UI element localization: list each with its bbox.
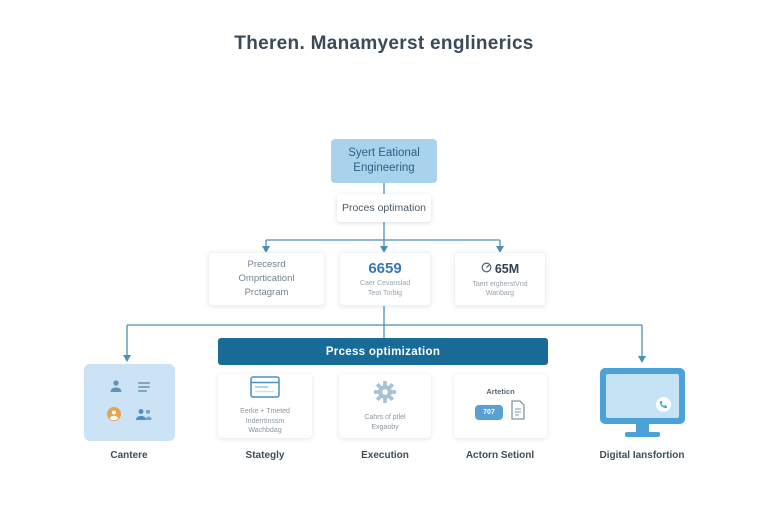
monitor-screen	[606, 374, 679, 418]
process-optimization-label: Proces optimation	[337, 194, 431, 222]
stat-box-65m: 65M Taert etgherstVnd Wanbarg	[454, 252, 546, 306]
item-label-digital-iansfortion: Digital Iansfortion	[599, 450, 685, 461]
person-icon	[109, 379, 123, 398]
stat-caption: Taert etgherstVnd Wanbarg	[472, 280, 528, 297]
list-icon	[137, 380, 151, 398]
stat-box-program: Precesrd Omprticationl Prctagram	[208, 252, 325, 306]
team-icon	[135, 408, 153, 426]
card-caption: Eerke + Tmeted Inderrtinssm Wachbdag	[240, 408, 290, 435]
item-label-cantere: Cantere	[110, 450, 148, 461]
item-label-actorn-setionl: Actorn Setionl	[465, 450, 535, 461]
document-icon	[510, 400, 526, 425]
stat-caption: Caer Cevanslad Teot Torbig	[359, 280, 411, 297]
card-heading: Arteticn	[486, 387, 515, 396]
monitor-stand	[636, 424, 649, 433]
item-label-stategly: Stategly	[245, 450, 285, 461]
badge-pill: 707	[475, 405, 503, 420]
browser-icon	[250, 376, 280, 403]
card-caption: Cahrs of ptlel Exgaoby	[364, 414, 406, 431]
execution-card: Cahrs of ptlel Exgaoby	[339, 374, 431, 438]
strategy-card: Eerke + Tmeted Inderrtinssm Wachbdag	[218, 374, 312, 438]
stat-text: Precesrd Omprticationl Prctagram	[238, 259, 295, 298]
monitor-base	[625, 432, 660, 437]
top-node-engineering: Syert Eational Engineering	[331, 139, 437, 183]
page-title: Theren. Manamyerst englinerics	[234, 33, 534, 54]
stat-value: 65M	[494, 261, 520, 276]
gear-icon	[373, 380, 397, 409]
process-optimization-banner: Prcess optimization	[218, 338, 548, 365]
stat-box-6659: 6659 Caer Cevanslad Teot Torbig	[339, 252, 431, 306]
stat-value: 6659	[368, 260, 402, 278]
action-card: Arteticn 707	[454, 374, 547, 438]
phone-icon	[656, 397, 671, 412]
avatar-icon	[106, 407, 121, 426]
gauge-icon	[481, 260, 492, 278]
item-label-execution: Execution	[361, 450, 409, 461]
team-card	[84, 364, 175, 441]
monitor-icon	[600, 368, 685, 424]
